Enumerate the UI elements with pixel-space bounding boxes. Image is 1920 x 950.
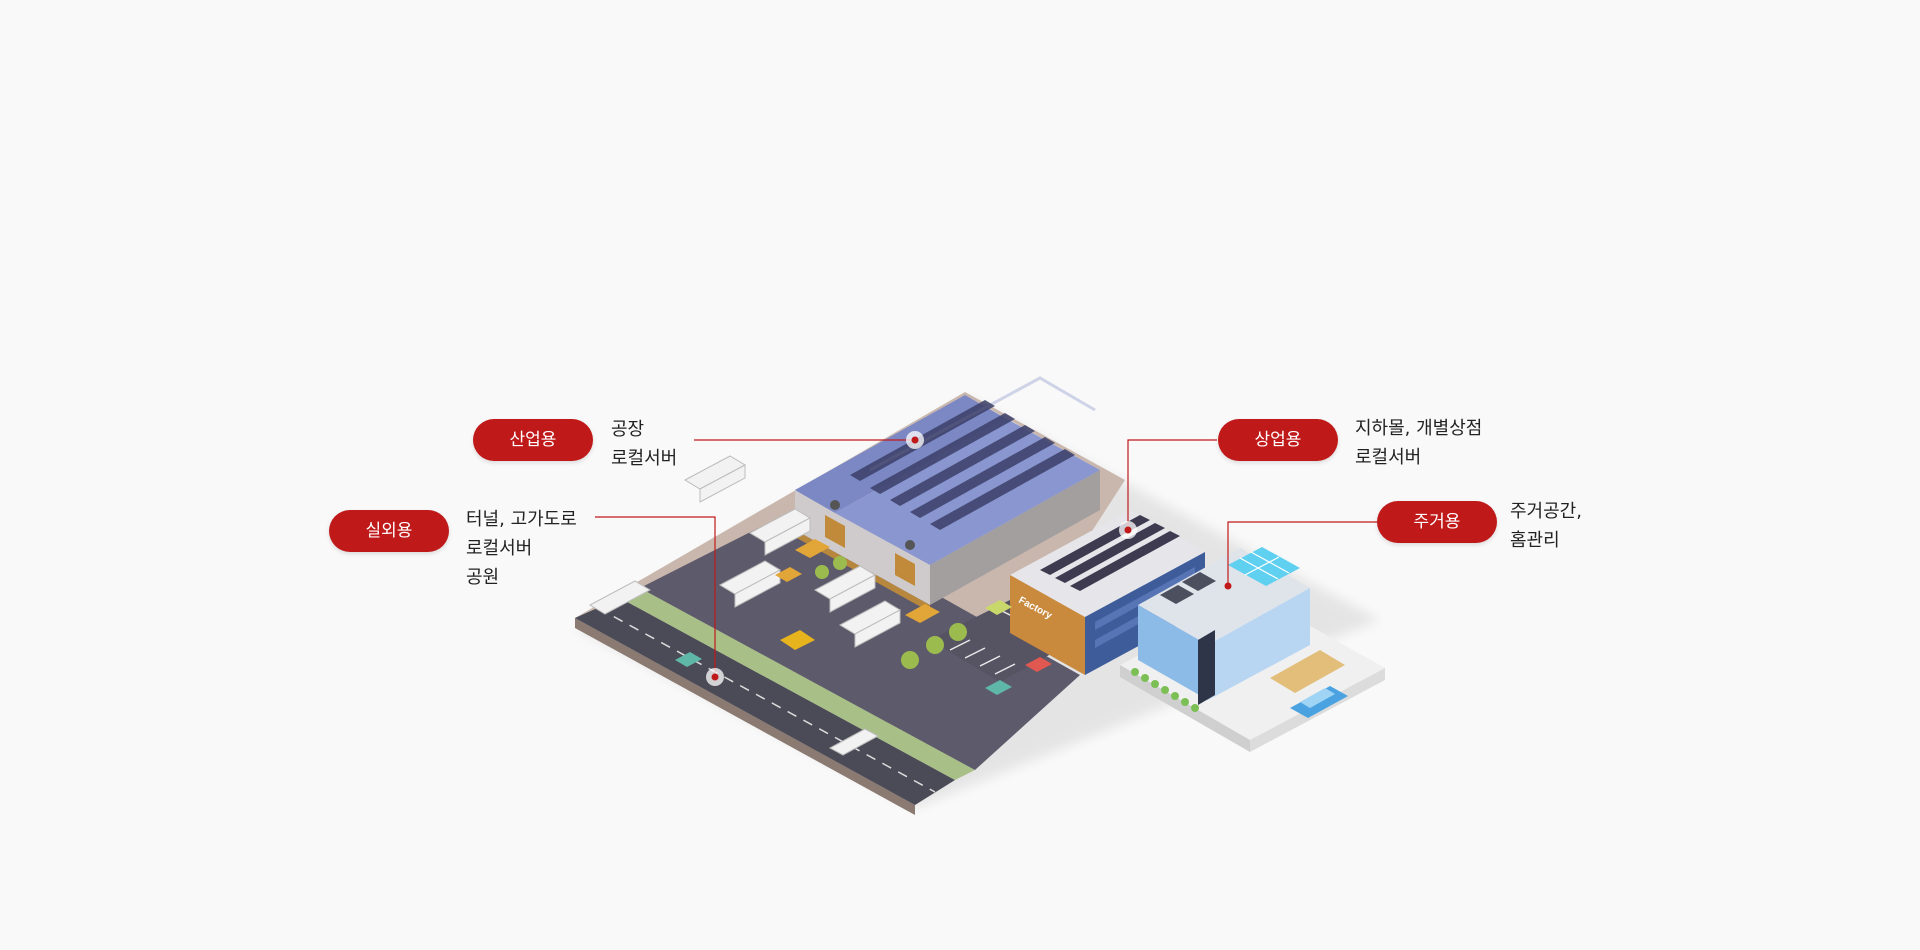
residential-line-2: 홈관리 (1510, 530, 1560, 551)
industrial-description: 공장 로컬서버 (611, 415, 677, 473)
industrial-line-1: 공장 (611, 419, 645, 440)
outdoor-line-1: 터널, 고가도로 (466, 509, 577, 530)
residential-badge[interactable]: 주거용 (1377, 501, 1497, 543)
trees (815, 556, 967, 669)
vehicles (588, 455, 1052, 756)
outdoor-line-3: 공원 (466, 567, 500, 588)
residential-description: 주거공간, 홈관리 (1510, 497, 1582, 555)
commercial-line-2: 로컬서버 (1355, 447, 1422, 468)
warehouse (795, 376, 1100, 612)
commercial-line-1: 지하몰, 개별상점 (1355, 418, 1483, 439)
outdoor-badge[interactable]: 실외용 (329, 510, 449, 552)
connector-lines (595, 439, 1377, 677)
residential-line-1: 주거공간, (1510, 501, 1582, 522)
pallets (775, 539, 940, 623)
industrial-line-2: 로컬서버 (611, 448, 678, 469)
commercial-badge[interactable]: 상업용 (1218, 419, 1338, 461)
outdoor-description: 터널, 고가도로 로컬서버 공원 (466, 505, 577, 592)
commercial-description: 지하몰, 개별상점 로컬서버 (1355, 414, 1482, 472)
hotspot-markers (706, 431, 1232, 686)
outdoor-line-2: 로컬서버 (466, 538, 533, 559)
residential-building (1120, 547, 1385, 752)
industrial-badge[interactable]: 산업용 (473, 419, 593, 461)
road (575, 598, 955, 805)
